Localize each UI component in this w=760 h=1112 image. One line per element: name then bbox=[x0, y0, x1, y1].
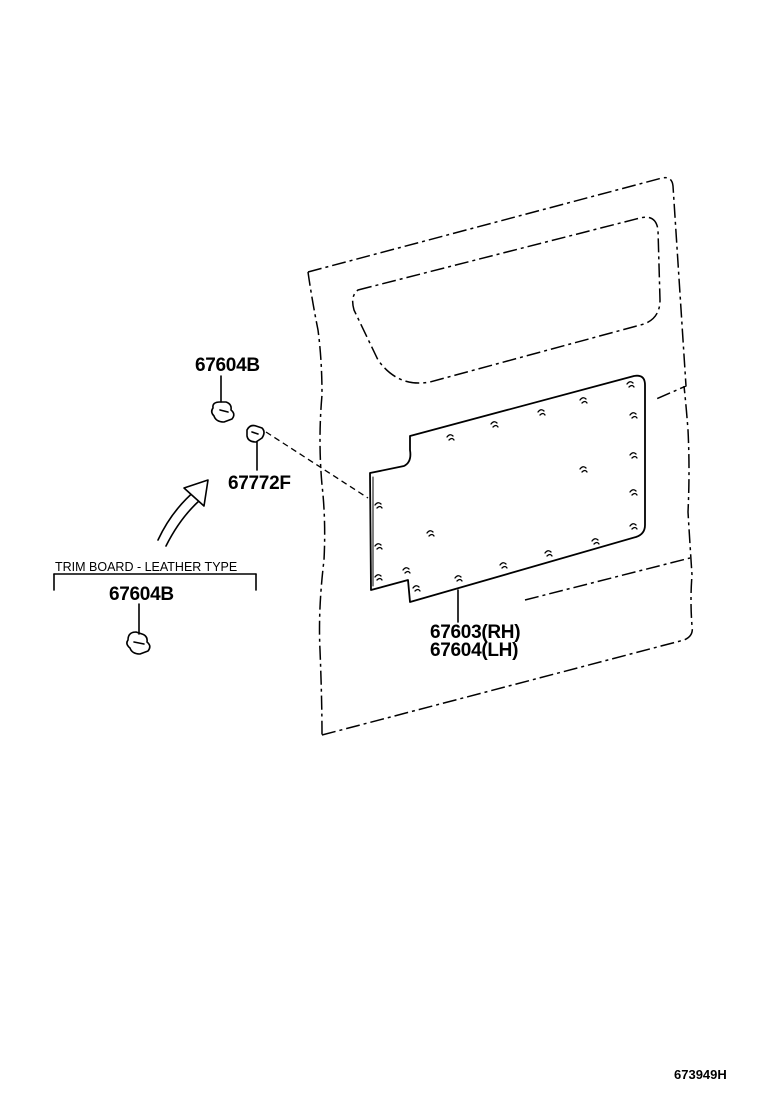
panel-clip-holes bbox=[374, 381, 638, 592]
window-opening bbox=[351, 216, 661, 384]
push-clip-icon bbox=[210, 375, 235, 423]
variant-bracket bbox=[53, 573, 257, 591]
part-label-panel-rh: 67603(RH) bbox=[430, 622, 520, 643]
curved-arrow-icon bbox=[157, 479, 209, 547]
part-label-panel-lh: 67604(LH) bbox=[430, 640, 518, 661]
figure-reference: 673949H bbox=[674, 1067, 727, 1082]
part-label-clip-lower: 67604B bbox=[109, 584, 174, 605]
part-label-clip-upper: 67604B bbox=[195, 355, 260, 376]
trim-panel bbox=[369, 374, 646, 603]
door-outline bbox=[307, 176, 694, 736]
variant-note: TRIM BOARD - LEATHER TYPE bbox=[55, 560, 237, 574]
push-clip-icon bbox=[246, 424, 265, 471]
clip-leader-dashed bbox=[265, 431, 369, 499]
part-label-clip-mid: 67772F bbox=[228, 473, 291, 494]
push-clip-icon bbox=[126, 603, 151, 655]
